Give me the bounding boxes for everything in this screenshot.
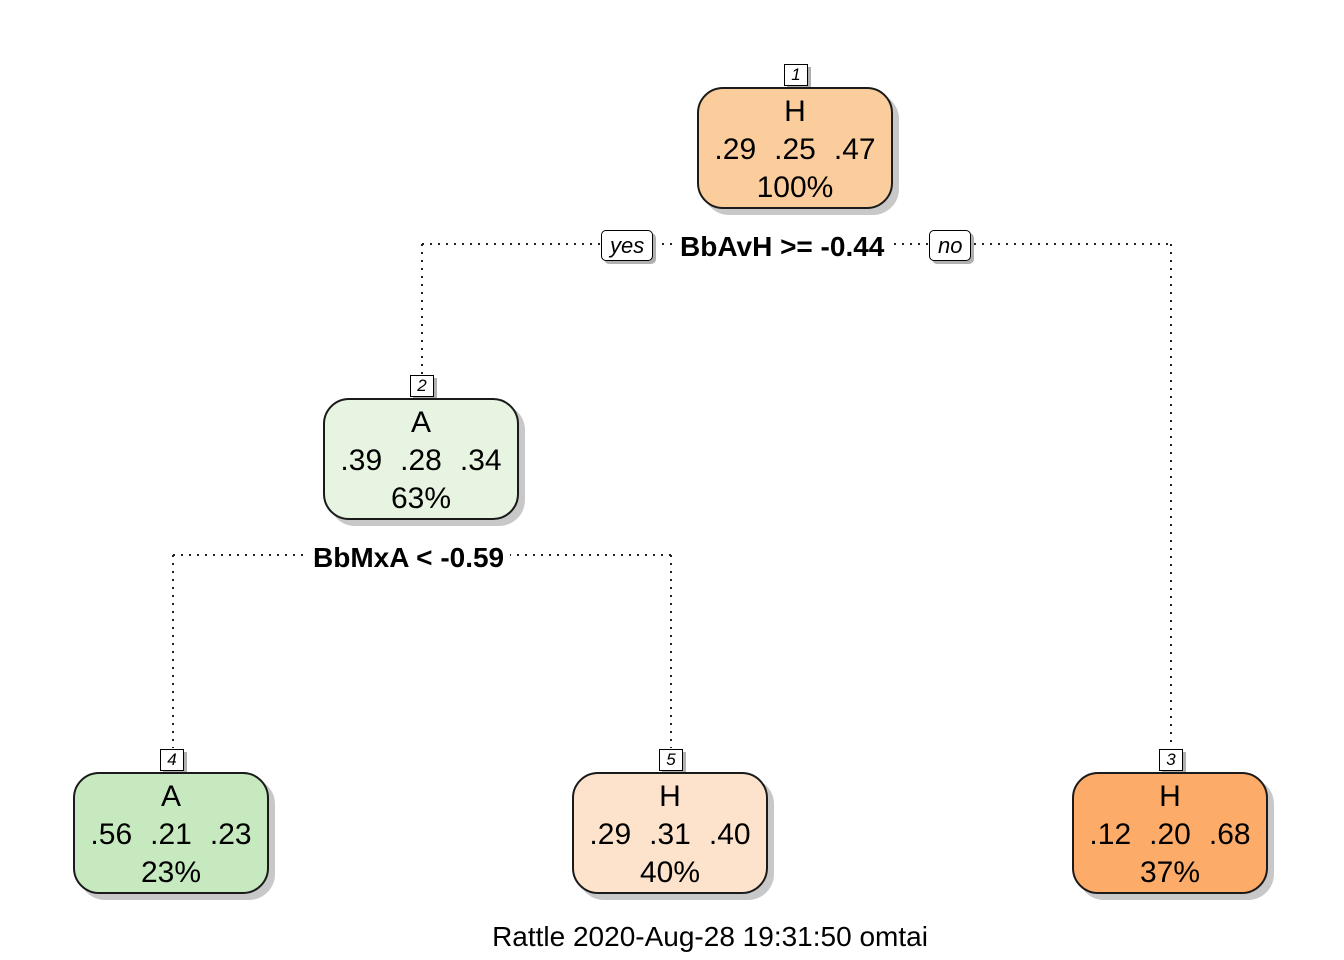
prob-value: .31 — [649, 818, 691, 851]
prob-value: .20 — [1149, 818, 1191, 851]
node-percent: 63% — [390, 482, 452, 515]
node-class: H — [1159, 780, 1181, 813]
node-class: H — [659, 780, 681, 813]
node-percent: 23% — [140, 856, 202, 889]
prob-value: .21 — [150, 818, 192, 851]
prob-value: .68 — [1208, 818, 1251, 851]
node-4-id: 4 — [160, 749, 184, 771]
node-class: A — [410, 406, 431, 439]
node-1-id: 1 — [784, 64, 808, 86]
node-5-id: 5 — [659, 749, 683, 771]
node-3: H .12 .20 .68 37% — [1072, 772, 1268, 894]
node-percent: 100% — [756, 171, 834, 204]
node-probs: .39 .28 .34 — [325, 442, 517, 480]
prob-value: .39 — [340, 444, 383, 477]
node-percent: 37% — [1139, 856, 1201, 889]
yes-tag: yes — [601, 230, 654, 261]
prob-value: .40 — [708, 818, 751, 851]
node-class: A — [160, 780, 181, 813]
prob-value: .25 — [774, 133, 816, 166]
prob-value: .23 — [209, 818, 252, 851]
node-probs: .12 .20 .68 — [1074, 816, 1266, 854]
node-probs: .29 .31 .40 — [574, 816, 766, 854]
node-2: A .39 .28 .34 63% — [323, 398, 519, 520]
footer-caption: Rattle 2020-Aug-28 19:31:50 omtai — [492, 921, 928, 952]
node-1: H .29 .25 .47 100% — [697, 87, 893, 209]
node-percent: 40% — [639, 856, 701, 889]
prob-value: .47 — [833, 133, 876, 166]
node-5: H .29 .31 .40 40% — [572, 772, 768, 894]
prob-value: .29 — [714, 133, 757, 166]
split-left-label: BbMxA < -0.59 — [307, 541, 511, 575]
node-probs: .29 .25 .47 — [699, 131, 891, 169]
prob-value: .29 — [589, 818, 632, 851]
no-tag: no — [929, 230, 972, 261]
node-class: H — [784, 95, 806, 128]
node-2-id: 2 — [410, 375, 434, 397]
node-3-id: 3 — [1159, 749, 1183, 771]
prob-value: .12 — [1089, 818, 1132, 851]
prob-value: .34 — [459, 444, 502, 477]
prob-value: .28 — [400, 444, 442, 477]
node-probs: .56 .21 .23 — [75, 816, 267, 854]
node-4: A .56 .21 .23 23% — [73, 772, 269, 894]
split-root-label: BbAvH >= -0.44 — [674, 230, 891, 264]
prob-value: .56 — [90, 818, 133, 851]
